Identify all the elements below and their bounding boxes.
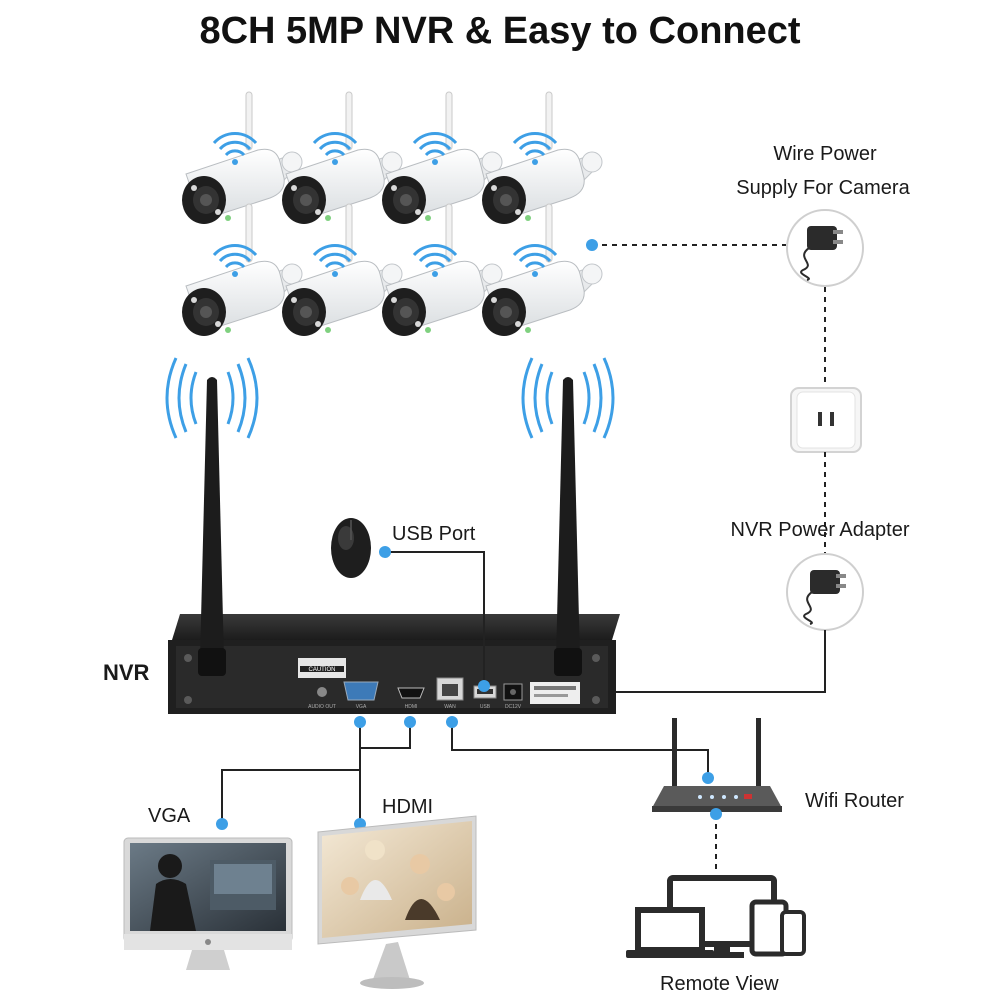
usb-line (385, 551, 485, 686)
hdmi-line (359, 722, 411, 824)
vga-label: VGA (148, 805, 191, 827)
camera-power-supply-icon (786, 209, 864, 287)
audio-out-label: AUDIO OUT (308, 704, 336, 710)
hdmi-label: HDMI (382, 796, 434, 818)
nvr-power-line (528, 630, 826, 693)
camera-row-bottom (181, 203, 603, 337)
mouse-icon (331, 518, 371, 578)
nvr-antenna-right (554, 377, 582, 676)
signal-waves-right-icon (521, 357, 615, 439)
hdmi-port (397, 687, 425, 699)
audio-out-port (317, 687, 327, 697)
vga-monitor (123, 837, 293, 970)
diagram-title: 8CH 5MP NVR & Easy to Connect (199, 10, 801, 52)
signal-waves-left-icon (165, 357, 259, 439)
caution-label: CAUTION (309, 667, 336, 673)
vga-port-label: VGA (356, 704, 367, 710)
nvr-antenna-left (198, 377, 226, 676)
nvr-label: NVR (103, 660, 150, 685)
wire-power-label-1: Wire Power (773, 143, 877, 165)
connector-dot (702, 772, 714, 784)
usb-port-label: USB (480, 704, 491, 710)
wall-outlet-icon (790, 387, 862, 453)
connector-dot (404, 716, 416, 728)
hdmi-monitor (317, 815, 477, 989)
connector-dot (478, 680, 490, 692)
nvr-recorder: CAUTION AUDIO OUT VGA HDMI WAN USB DC12V (168, 614, 620, 714)
connector-dot (216, 818, 228, 830)
nvr-power-adapter-icon (786, 553, 864, 631)
remote-view-label: Remote View (660, 973, 779, 995)
connector-dot (379, 546, 391, 558)
connector-dot (710, 808, 722, 820)
wan-port-label: WAN (444, 704, 456, 710)
connector-dot (586, 239, 598, 251)
wifi-router-icon (652, 718, 782, 812)
wire-power-label-2: Supply For Camera (736, 177, 910, 199)
connector-dot (354, 716, 366, 728)
vga-port (343, 681, 379, 701)
camera-row-top (181, 91, 603, 225)
remote-view-devices-icon (626, 875, 806, 958)
usb-port-label: USB Port (392, 523, 476, 545)
serial-sticker (530, 682, 580, 704)
network-line (451, 722, 709, 778)
dc-port-label: DC12V (505, 704, 522, 710)
connector-dot (446, 716, 458, 728)
wifi-router-label: Wifi Router (805, 790, 904, 812)
hdmi-port-label: HDMI (405, 704, 418, 710)
vga-line (221, 722, 361, 824)
nvr-power-adapter-label: NVR Power Adapter (730, 519, 910, 541)
